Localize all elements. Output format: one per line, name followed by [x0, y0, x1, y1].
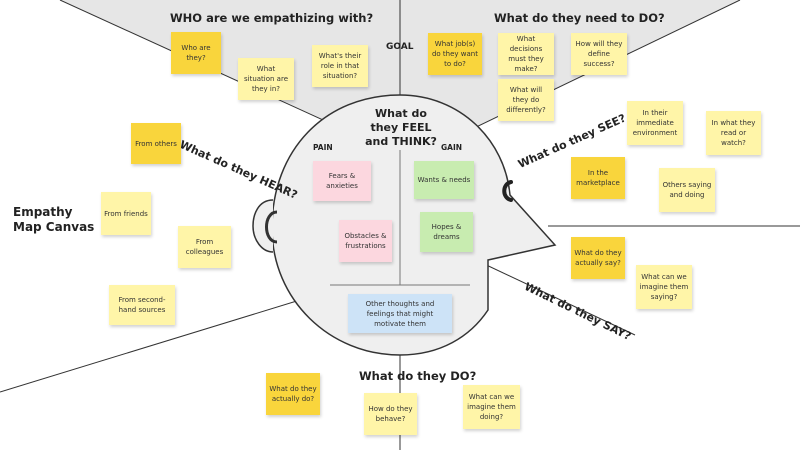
ear-icon	[252, 199, 274, 253]
section-do: What do they DO?	[359, 369, 477, 383]
sticky-situation[interactable]: What situation are they in?	[238, 58, 294, 100]
sticky-read-watch[interactable]: In what they read or watch?	[706, 111, 761, 155]
sticky-other-thoughts[interactable]: Other thoughts and feelings that might m…	[348, 294, 452, 333]
sticky-define-success[interactable]: How will they define success?	[571, 33, 627, 75]
sticky-imagine-saying[interactable]: What can we imagine them saying?	[636, 265, 692, 309]
sticky-imagine-doing[interactable]: What can we imagine them doing?	[463, 385, 520, 429]
canvas-title: Empathy Map Canvas	[13, 205, 95, 234]
sticky-fears[interactable]: Fears & anxieties	[313, 161, 371, 201]
divider-lower-right	[479, 261, 636, 336]
sticky-decisions[interactable]: What decisions must they make?	[498, 33, 554, 75]
sticky-from-others[interactable]: From others	[131, 123, 181, 164]
sticky-environment[interactable]: In their immediate environment	[627, 101, 683, 145]
sticky-wants[interactable]: Wants & needs	[414, 161, 474, 199]
sticky-others-saying[interactable]: Others saying and doing	[659, 168, 715, 212]
sticky-hopes[interactable]: Hopes & dreams	[420, 212, 473, 252]
goal-label: GOAL	[386, 42, 414, 52]
eye-icon	[502, 180, 513, 202]
sticky-obstacles[interactable]: Obstacles & frustrations	[339, 220, 392, 262]
ear-inner	[265, 210, 278, 244]
sticky-role[interactable]: What's their role in that situation?	[312, 45, 368, 87]
sticky-behave[interactable]: How do they behave?	[364, 393, 417, 435]
sticky-from-second-hand[interactable]: From second-hand sources	[109, 285, 175, 325]
sticky-from-friends[interactable]: From friends	[101, 192, 151, 235]
sticky-who-are-they[interactable]: Who are they?	[171, 32, 221, 74]
sticky-from-colleagues[interactable]: From colleagues	[178, 226, 231, 268]
section-need-to-do: What do they need to DO?	[494, 11, 665, 25]
sticky-actually-do[interactable]: What do they actually do?	[266, 373, 320, 415]
pain-label: PAIN	[313, 143, 333, 152]
sticky-differently[interactable]: What will they do differently?	[498, 79, 554, 121]
head-outline	[271, 94, 557, 356]
section-feel-think: What do they FEEL and THINK?	[365, 107, 437, 148]
gain-label: GAIN	[441, 143, 463, 152]
section-empathizing: WHO are we empathizing with?	[170, 11, 374, 25]
divider-lower-left	[0, 299, 301, 393]
sticky-actually-say[interactable]: What do they actually say?	[571, 237, 625, 279]
sticky-jobs[interactable]: What job(s) do they want to do?	[428, 33, 482, 75]
sticky-marketplace[interactable]: In the marketplace	[571, 157, 625, 199]
